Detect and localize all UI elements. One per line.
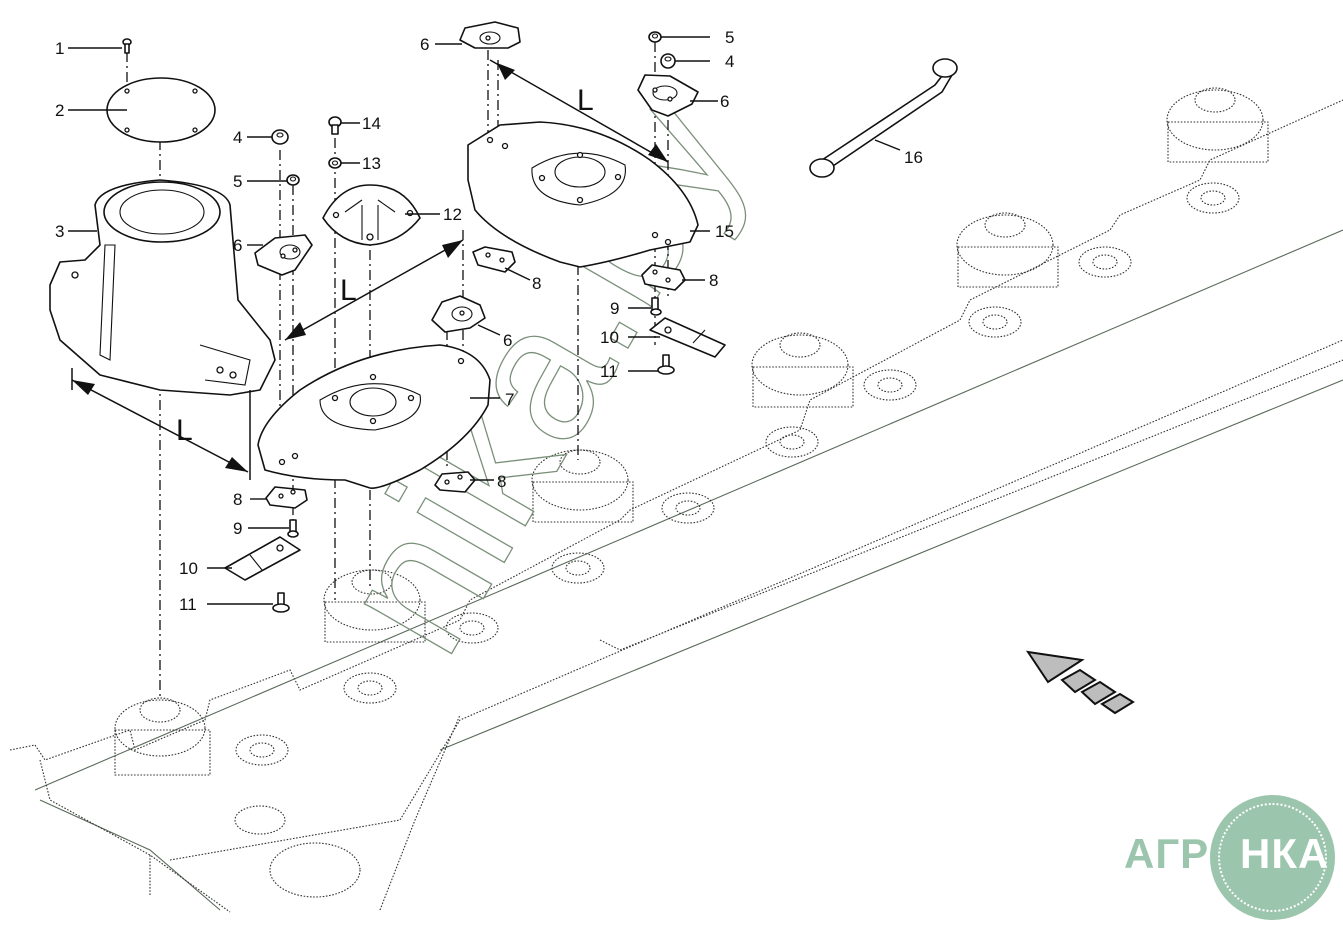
callout-7[interactable]: 7 bbox=[505, 390, 514, 409]
part-3-drum[interactable] bbox=[49, 179, 276, 396]
dimension-label: L bbox=[176, 414, 193, 447]
callout-4[interactable]: 4 bbox=[725, 52, 734, 71]
callout-11[interactable]: 11 bbox=[179, 595, 197, 614]
part-6-skid[interactable] bbox=[254, 234, 313, 276]
callout-8[interactable]: 8 bbox=[709, 271, 718, 290]
callout-6[interactable]: 6 bbox=[233, 236, 242, 255]
part-8-plate-upper-left[interactable] bbox=[472, 246, 516, 273]
part-6-skid-top[interactable] bbox=[459, 21, 521, 49]
callout-6[interactable]: 6 bbox=[503, 331, 512, 350]
part-6-skid-right[interactable] bbox=[637, 74, 699, 117]
gearbox-hub bbox=[751, 332, 854, 408]
dimension-label: L bbox=[577, 84, 594, 117]
callout-15[interactable]: 15 bbox=[715, 222, 734, 241]
dimension-label: L bbox=[340, 274, 357, 307]
part-16-wrench[interactable] bbox=[809, 58, 958, 178]
gearbox-hub bbox=[114, 697, 211, 776]
dimension-l-upper: L bbox=[489, 59, 669, 163]
callout-10[interactable]: 10 bbox=[179, 559, 198, 578]
part-7-cutter-disc[interactable] bbox=[257, 344, 491, 489]
travel-direction-arrow-icon bbox=[1025, 650, 1135, 715]
callout-9[interactable]: 9 bbox=[610, 299, 619, 318]
part-4-lock-nut-right[interactable] bbox=[660, 53, 676, 69]
callout-9[interactable]: 9 bbox=[233, 519, 242, 538]
cutter-bar-frame bbox=[9, 87, 1343, 913]
callout-6[interactable]: 6 bbox=[420, 35, 429, 54]
callout-11[interactable]: 11 bbox=[600, 362, 618, 381]
callout-16[interactable]: 16 bbox=[904, 148, 923, 167]
callout-14[interactable]: 14 bbox=[362, 114, 381, 133]
callout-2[interactable]: 2 bbox=[55, 101, 64, 120]
part-9-bolt-lower[interactable] bbox=[287, 519, 299, 538]
part-11-blade-bolt-upper[interactable] bbox=[657, 354, 675, 375]
part-14-bolt[interactable] bbox=[328, 116, 342, 135]
gearbox-hub bbox=[323, 569, 426, 643]
callout-8[interactable]: 8 bbox=[497, 472, 506, 491]
callout-5[interactable]: 5 bbox=[233, 172, 242, 191]
callout-3[interactable]: 3 bbox=[55, 222, 64, 241]
callout-5[interactable]: 5 bbox=[725, 28, 734, 47]
part-4-lock-nut[interactable] bbox=[271, 129, 289, 145]
part-15-cutter-disc[interactable] bbox=[467, 121, 699, 268]
part-8-plate-lower-right[interactable] bbox=[434, 471, 476, 493]
part-8-plate-lower-left[interactable] bbox=[265, 486, 308, 509]
part-11-blade-bolt-lower[interactable] bbox=[272, 592, 290, 613]
logo-badge bbox=[1210, 795, 1335, 920]
part-5-lock-nut-right[interactable] bbox=[648, 31, 662, 43]
callout-1[interactable]: 1 bbox=[55, 39, 64, 58]
logo-ring bbox=[1218, 803, 1327, 912]
callout-8[interactable]: 8 bbox=[532, 274, 541, 293]
dimension-l-lower: L bbox=[71, 368, 251, 480]
callout-6[interactable]: 6 bbox=[720, 92, 729, 111]
part-13-washer[interactable] bbox=[328, 157, 342, 169]
part-6-skid-mid[interactable] bbox=[431, 295, 486, 333]
part-10-blade-upper[interactable] bbox=[649, 317, 726, 358]
part-10-blade-lower[interactable] bbox=[224, 536, 301, 581]
part-12-cap[interactable] bbox=[322, 184, 421, 246]
callout-10[interactable]: 10 bbox=[600, 328, 619, 347]
callout-4[interactable]: 4 bbox=[233, 128, 242, 147]
callout-13[interactable]: 13 bbox=[362, 154, 381, 173]
callout-12[interactable]: 12 bbox=[443, 205, 462, 224]
callout-8[interactable]: 8 bbox=[233, 490, 242, 509]
gearbox-hub bbox=[1166, 87, 1269, 163]
logo-text-nka: НКА bbox=[1240, 830, 1330, 877]
part-5-lock-nut[interactable] bbox=[286, 174, 300, 186]
gearbox-hub bbox=[531, 449, 634, 523]
part-9-bolt-upper[interactable] bbox=[650, 297, 662, 316]
part-1-bolt[interactable] bbox=[122, 38, 132, 54]
gearbox-hub bbox=[956, 212, 1059, 288]
dimension-l-middle: L bbox=[284, 239, 464, 341]
bearing-circles bbox=[234, 182, 1240, 898]
callouts: 1 2 3 4 5 6 12 13 14 6 5 4 6 15 8 8 9 bbox=[55, 28, 923, 614]
